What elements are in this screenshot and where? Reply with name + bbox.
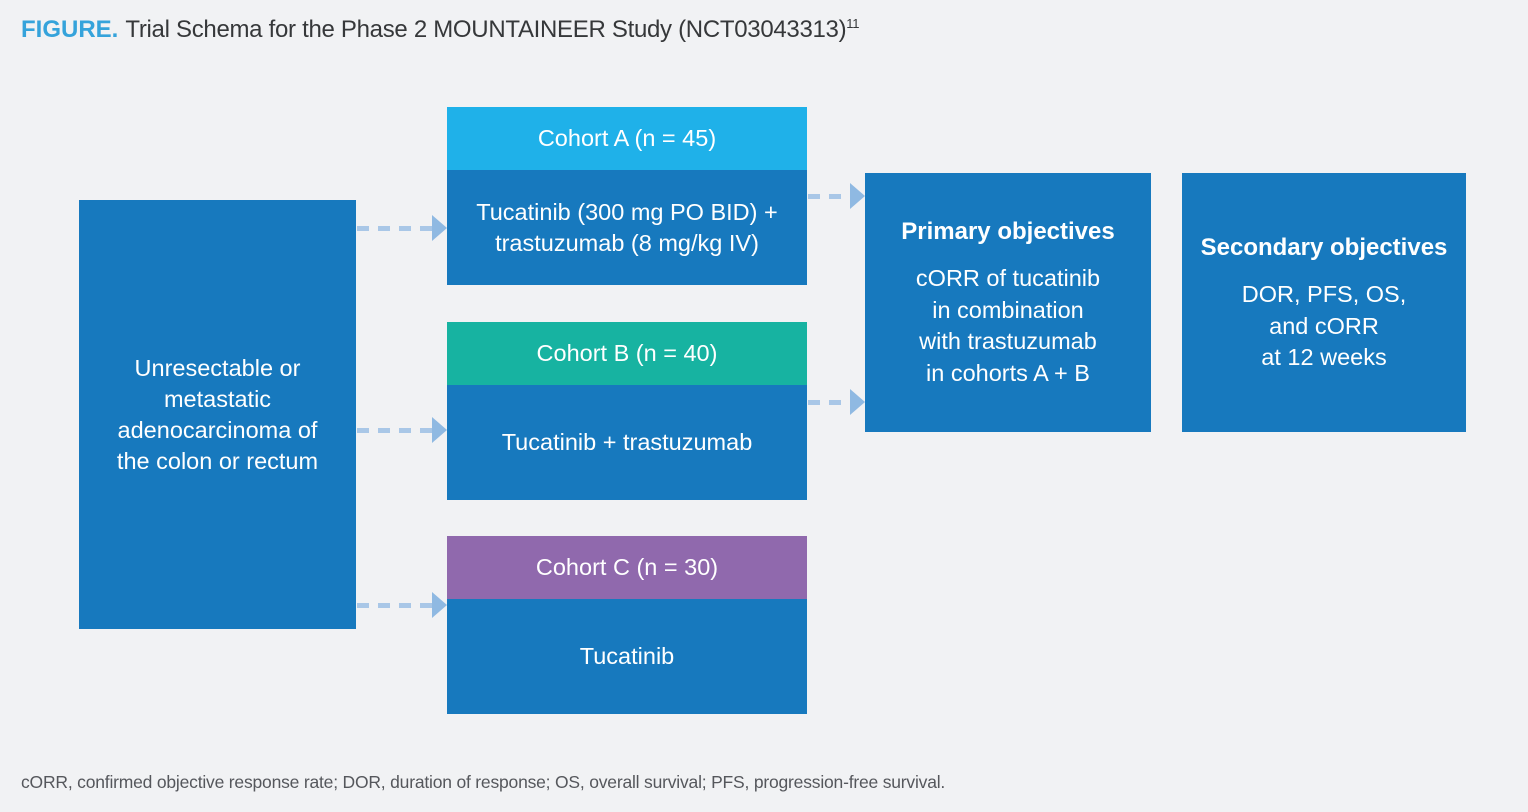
arrow-head-icon xyxy=(850,389,865,415)
cohort-a-header: Cohort A (n = 45) xyxy=(447,107,807,170)
figure-label: FIGURE. xyxy=(21,16,119,43)
arrow-head-icon xyxy=(432,215,447,241)
flow-arrow-population-to-cohort-a xyxy=(357,215,447,241)
arrow-dashes xyxy=(357,427,432,433)
figure-title: FIGURE.Trial Schema for the Phase 2 MOUN… xyxy=(21,16,860,44)
flow-arrow-cohort-a-to-primary xyxy=(808,183,865,209)
arrow-head-icon xyxy=(432,592,447,618)
secondary-objectives-heading: Secondary objectives xyxy=(1200,233,1448,261)
arrow-head-icon xyxy=(850,183,865,209)
cohort-b-box: Cohort B (n = 40) Tucatinib + trastuzuma… xyxy=(447,322,807,500)
arrow-dashes xyxy=(357,225,432,231)
arrow-head-icon xyxy=(432,417,447,443)
flow-arrow-population-to-cohort-c xyxy=(357,592,447,618)
cohort-b-header: Cohort B (n = 40) xyxy=(447,322,807,385)
cohort-c-treatment: Tucatinib xyxy=(447,599,807,714)
flow-arrow-population-to-cohort-b xyxy=(357,417,447,443)
reference-superscript: 11 xyxy=(846,16,860,31)
arrow-dashes xyxy=(808,193,850,199)
cohort-c-header: Cohort C (n = 30) xyxy=(447,536,807,599)
footnote-abbreviations: cORR, confirmed objective response rate;… xyxy=(21,772,946,792)
cohort-b-treatment: Tucatinib + trastuzumab xyxy=(447,385,807,500)
primary-objectives-box: Primary objectives cORR of tucatinib in … xyxy=(865,173,1151,432)
secondary-objectives-box: Secondary objectives DOR, PFS, OS, and c… xyxy=(1182,173,1466,432)
arrow-dashes xyxy=(357,602,432,608)
cohort-c-box: Cohort C (n = 30) Tucatinib xyxy=(447,536,807,714)
population-box: Unresectable or metastatic adenocarcinom… xyxy=(79,200,356,629)
cohort-a-box: Cohort A (n = 45) Tucatinib (300 mg PO B… xyxy=(447,107,807,285)
arrow-dashes xyxy=(808,399,850,405)
flow-arrow-cohort-b-to-primary xyxy=(808,389,865,415)
cohort-a-treatment: Tucatinib (300 mg PO BID) + trastuzumab … xyxy=(447,170,807,285)
figure-title-text: Trial Schema for the Phase 2 MOUNTAINEER… xyxy=(125,16,847,43)
primary-objectives-body: cORR of tucatinib in combination with tr… xyxy=(915,265,1101,386)
primary-objectives-heading: Primary objectives xyxy=(901,217,1115,245)
secondary-objectives-body: DOR, PFS, OS, and cORR at 12 weeks xyxy=(1241,281,1407,370)
